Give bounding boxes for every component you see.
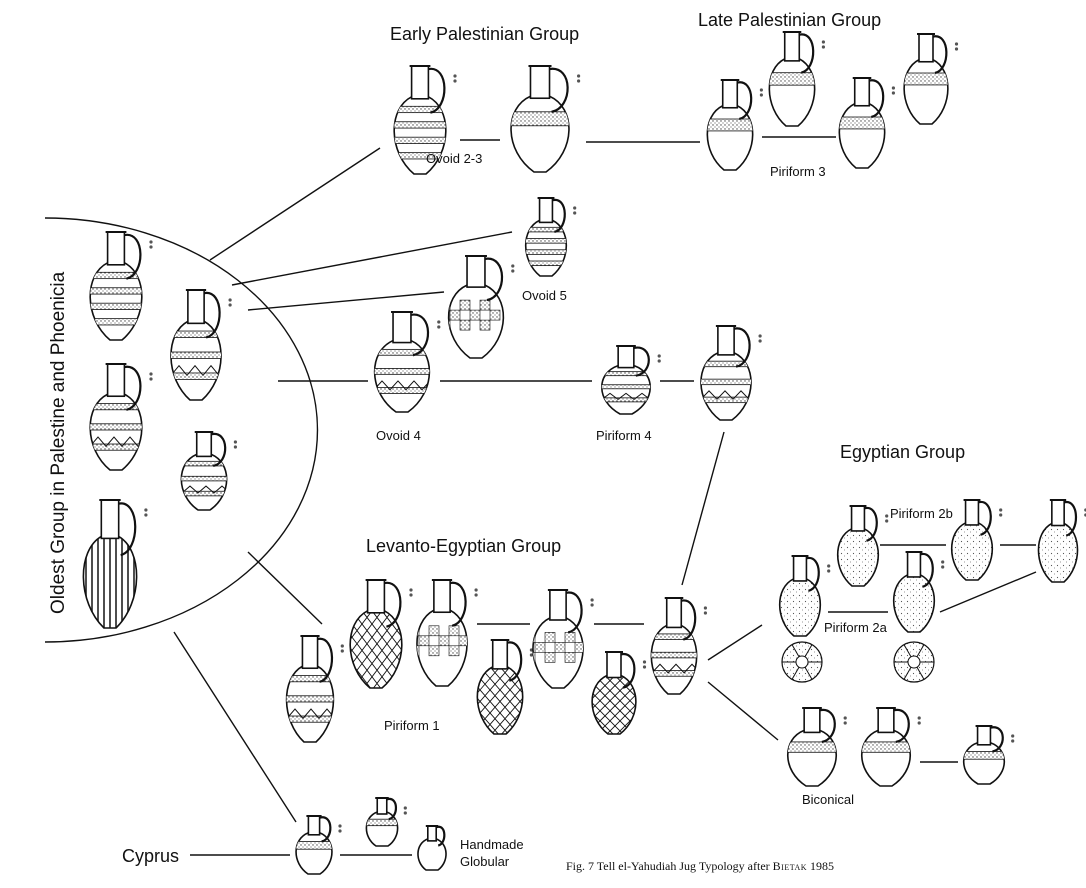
figure-caption: Fig. 7 Tell el-Yahudiah Jug Typology aft… xyxy=(566,859,834,873)
jug-early-2 xyxy=(510,65,581,173)
jug-levanto-5 xyxy=(532,589,594,689)
jug-levanto-3 xyxy=(416,579,478,687)
base-view-2 xyxy=(893,641,935,683)
jug-egypt-2b-1 xyxy=(837,505,889,587)
jug-oldest-5 xyxy=(180,431,237,511)
jug-oldest-2 xyxy=(170,289,232,401)
label-ovoid-2-3: Ovoid 2-3 xyxy=(426,151,482,166)
label-piriform-3: Piriform 3 xyxy=(770,164,826,179)
jug-ovoid-4 xyxy=(373,311,441,413)
label-piriform-4: Piriform 4 xyxy=(596,428,652,443)
jug-piriform-4a xyxy=(601,345,661,415)
jug-late-4 xyxy=(903,33,959,125)
label-egyptian: Egyptian Group xyxy=(840,442,965,462)
jug-levanto-7 xyxy=(650,597,708,695)
jug-egypt-2a-2 xyxy=(893,551,945,633)
jug-levanto-1 xyxy=(285,635,344,743)
jug-late-3 xyxy=(838,77,896,169)
jug-late-1 xyxy=(706,79,764,171)
jug-oldest-1 xyxy=(89,231,153,341)
jug-cyprus-2 xyxy=(365,797,407,847)
jug-late-2 xyxy=(768,31,826,127)
label-oldest-group: Oldest Group in Palestine and Phoenicia xyxy=(48,271,69,614)
jug-oldest-3 xyxy=(89,363,153,471)
jug-levanto-4 xyxy=(476,639,534,735)
label-cyprus: Cyprus xyxy=(122,846,179,866)
jug-cyprus-1 xyxy=(295,815,342,875)
label-biconical: Biconical xyxy=(802,792,854,807)
caption-author: Bietak xyxy=(773,859,807,873)
jug-piriform-4b xyxy=(700,325,762,421)
label-ovoid-4: Ovoid 4 xyxy=(376,428,421,443)
label-late-palestinian: Late Palestinian Group xyxy=(698,10,881,30)
label-ovoid-5: Ovoid 5 xyxy=(522,288,567,303)
jug-oldest-4 xyxy=(82,499,148,629)
label-piriform-1: Piriform 1 xyxy=(384,718,440,733)
jug-egypt-2b-3 xyxy=(1037,499,1086,583)
jug-biconical-3 xyxy=(963,725,1015,785)
base-view-1 xyxy=(781,641,823,683)
jug-ovoid-5 xyxy=(525,197,577,277)
jug-cyprus-handmade xyxy=(417,825,447,871)
label-handmade: Handmade xyxy=(460,837,524,852)
jug-biconical-1 xyxy=(786,707,847,787)
jug-ovoid-5b xyxy=(447,255,515,359)
label-levanto-egyptian: Levanto-Egyptian Group xyxy=(366,536,561,556)
jug-biconical-2 xyxy=(860,707,921,787)
label-early-palestinian: Early Palestinian Group xyxy=(390,24,579,44)
jug-egypt-2b-2 xyxy=(951,499,1003,581)
label-piriform-2a: Piriform 2a xyxy=(824,620,888,635)
jug-early-1 xyxy=(393,65,457,175)
oldest-group-arc xyxy=(44,217,319,643)
label-globular: Globular xyxy=(460,854,510,869)
connector-lines xyxy=(173,136,1037,856)
jug-egypt-2a-1 xyxy=(779,555,831,637)
jug-drawings xyxy=(82,31,1086,875)
label-piriform-2b: Piriform 2b xyxy=(890,506,953,521)
